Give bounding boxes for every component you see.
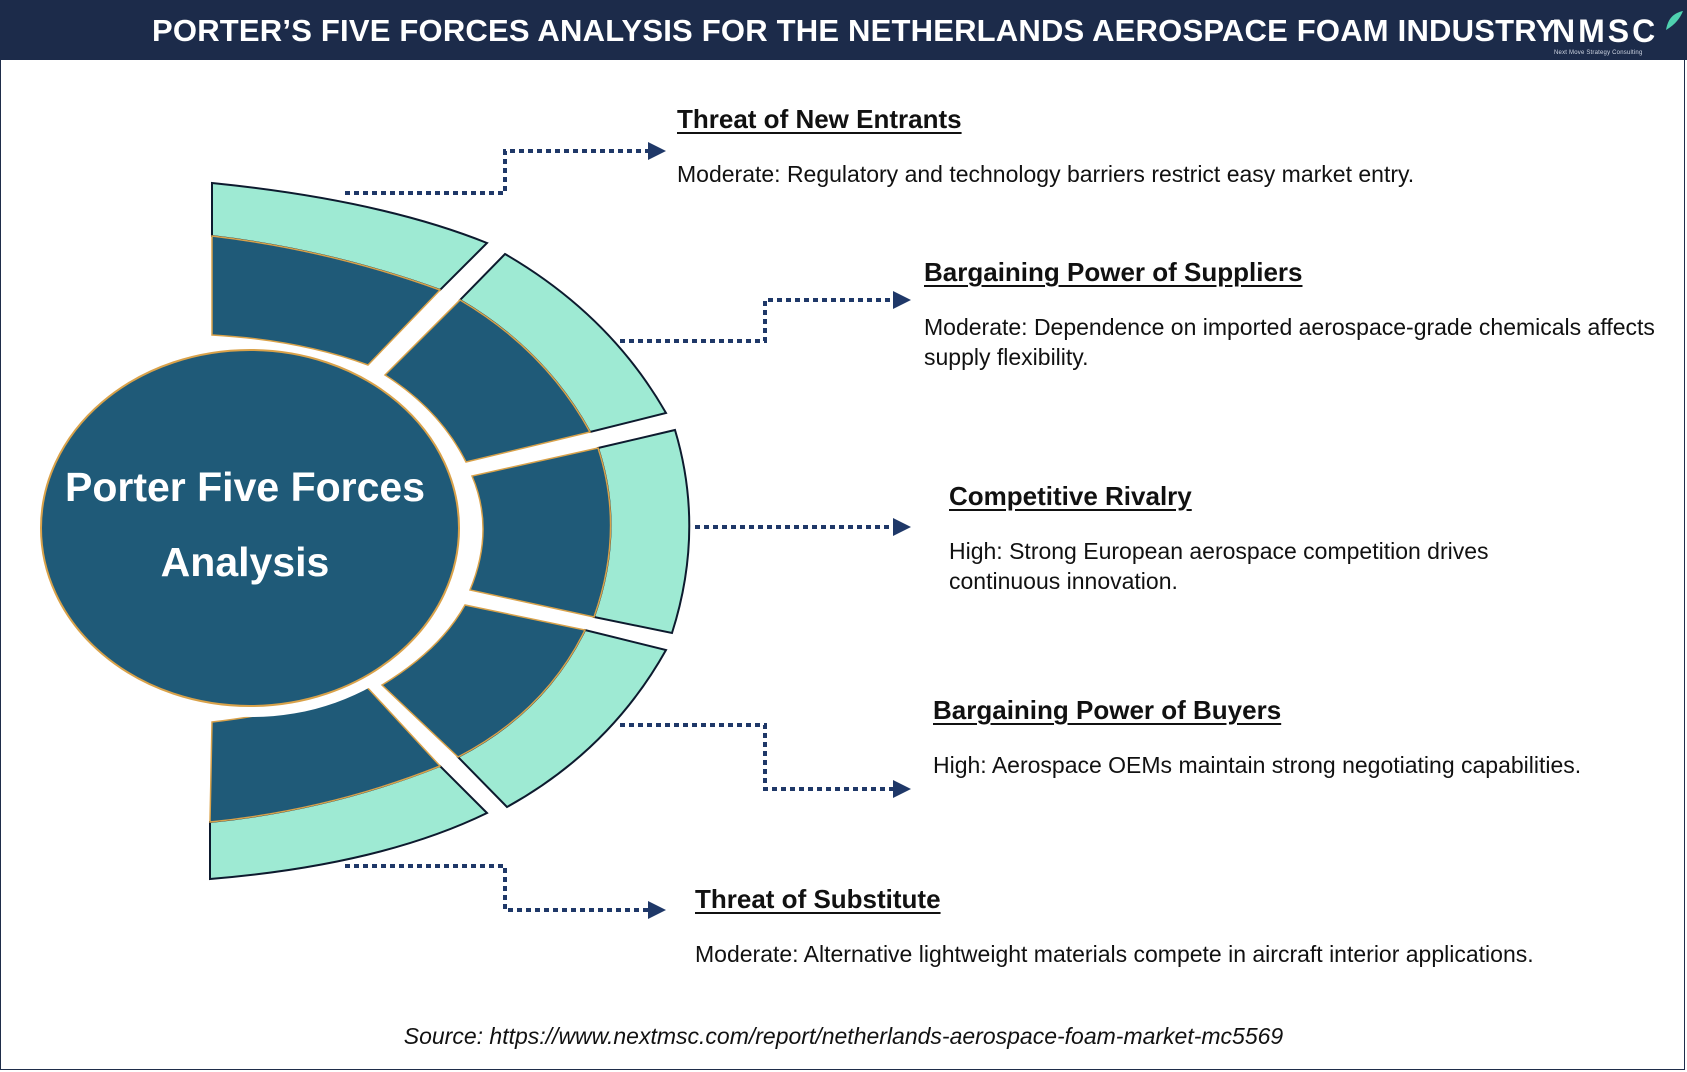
logo-text: NMSC [1552,13,1659,49]
segment-rivalry [468,428,691,635]
force-title-buyers: Bargaining Power of Buyers [933,695,1282,725]
center-label-line1: Porter Five Forces [64,464,426,510]
logo-tagline: Next Move Strategy Consulting [1554,50,1643,56]
arrowhead-buyers [893,780,911,798]
force-desc-buyers: High: Aerospace OEMs maintain strong neg… [933,752,1582,778]
center-label-line2: Analysis [160,539,330,585]
force-desc-new-entrants: Moderate: Regulatory and technology barr… [677,161,1415,187]
force-desc-suppliers: Moderate: Dependence on imported aerospa… [924,314,1655,370]
force-title-suppliers: Bargaining Power of Suppliers [924,257,1303,287]
connector-new-entrants [345,149,650,195]
page-title: PORTER’S FIVE FORCES ANALYSIS FOR THE NE… [152,13,1557,48]
connector-substitute [345,864,650,912]
force-title-new-entrants: Threat of New Entrants [677,104,962,134]
force-title-substitute: Threat of Substitute [695,884,941,914]
segment-suppliers [383,252,668,463]
segment-buyers [380,604,668,809]
connector-buyers [620,723,895,791]
arrowhead-rivalry [893,518,911,536]
source-citation: Source: https://www.nextmsc.com/report/n… [403,1023,1284,1049]
arrowhead-substitute [648,901,666,919]
segment-new-entrants [211,181,489,366]
force-title-rivalry: Competitive Rivalry [949,481,1192,511]
force-desc-rivalry: High: Strong European aerospace competit… [949,538,1489,594]
center-label: Porter Five Forces Analysis [40,450,450,600]
header-bar: PORTER’S FIVE FORCES ANALYSIS FOR THE NE… [0,0,1687,60]
arrowhead-new-entrants [648,142,666,160]
center-ellipse [40,349,460,707]
leaf-icon [1666,11,1683,30]
force-desc-substitute: Moderate: Alternative lightweight materi… [695,941,1534,967]
arrowhead-suppliers [893,291,911,309]
connector-suppliers [620,298,895,343]
nmsc-logo: NMSC Next Move Strategy Consulting [1552,11,1683,58]
